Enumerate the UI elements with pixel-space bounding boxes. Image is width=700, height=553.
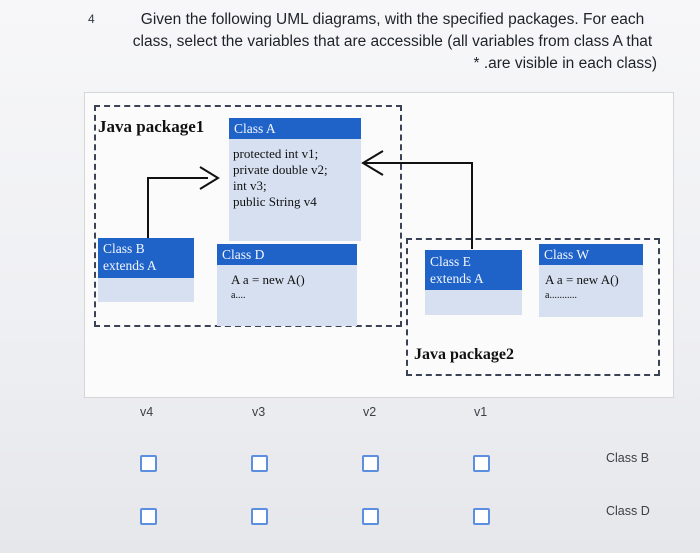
class-d-box: Class D A a = new A() a.... — [217, 244, 357, 326]
class-d-body: A a = new A() a.... — [217, 265, 357, 326]
checkbox-class-b-v4[interactable] — [140, 455, 157, 472]
class-e-box: Class E extends A — [425, 250, 522, 315]
row-label-class-d: Class D — [606, 504, 650, 518]
java-package2-boundary — [406, 238, 660, 376]
checkbox-class-d-v1[interactable] — [473, 508, 490, 525]
checkbox-class-b-v2[interactable] — [362, 455, 379, 472]
class-d-name: Class D — [217, 244, 357, 265]
question-text: Given the following UML diagrams, with t… — [120, 9, 665, 75]
checkbox-class-d-v3[interactable] — [251, 508, 268, 525]
class-b-extends: extends A — [103, 258, 157, 273]
class-w-name: Class W — [539, 244, 643, 265]
class-e-extends: extends A — [430, 271, 484, 286]
class-b-header: Class B extends A — [98, 238, 194, 278]
class-a-name: Class A — [229, 118, 361, 139]
question-line-2: class, select the variables that are acc… — [132, 33, 653, 50]
package1-label: Java package1 — [98, 117, 205, 136]
checkbox-class-d-v2[interactable] — [362, 508, 379, 525]
column-header-v4: v4 — [140, 405, 154, 419]
class-d-line: A a = new A() — [231, 272, 305, 287]
class-b-name: Class B — [103, 241, 145, 256]
column-header-v3: v3 — [252, 405, 266, 419]
question-line-3: * .are visible in each class) — [473, 55, 658, 72]
checkbox-class-b-v3[interactable] — [251, 455, 268, 472]
question-number: 4 — [88, 12, 95, 26]
class-a-member: int v3; — [233, 178, 267, 193]
class-a-member: public String v4 — [233, 194, 317, 209]
class-a-member: protected int v1; — [233, 146, 319, 161]
package2-label: Java package2 — [414, 346, 514, 363]
class-e-header: Class E extends A — [425, 250, 522, 290]
class-a-members: protected int v1; private double v2; int… — [229, 139, 361, 241]
class-w-body: A a = new A() a........... — [539, 265, 643, 317]
class-d-line: a.... — [231, 290, 246, 301]
class-b-body — [98, 278, 194, 302]
column-header-v1: v1 — [474, 405, 488, 419]
checkbox-class-d-v4[interactable] — [140, 508, 157, 525]
class-w-line: a........... — [545, 290, 577, 301]
question-line-1: Given the following UML diagrams, with t… — [140, 11, 645, 28]
class-w-box: Class W A a = new A() a........... — [539, 244, 643, 317]
class-e-body — [425, 290, 522, 315]
row-label-class-b: Class B — [606, 451, 650, 465]
column-header-v2: v2 — [363, 405, 377, 419]
java-package1-boundary — [94, 105, 402, 327]
class-w-line: A a = new A() — [545, 272, 619, 287]
class-e-name: Class E — [430, 254, 471, 269]
class-a-member: private double v2; — [233, 162, 328, 177]
class-a-box: Class A protected int v1; private double… — [229, 118, 361, 241]
checkbox-class-b-v1[interactable] — [473, 455, 490, 472]
class-b-box: Class B extends A — [98, 238, 194, 302]
